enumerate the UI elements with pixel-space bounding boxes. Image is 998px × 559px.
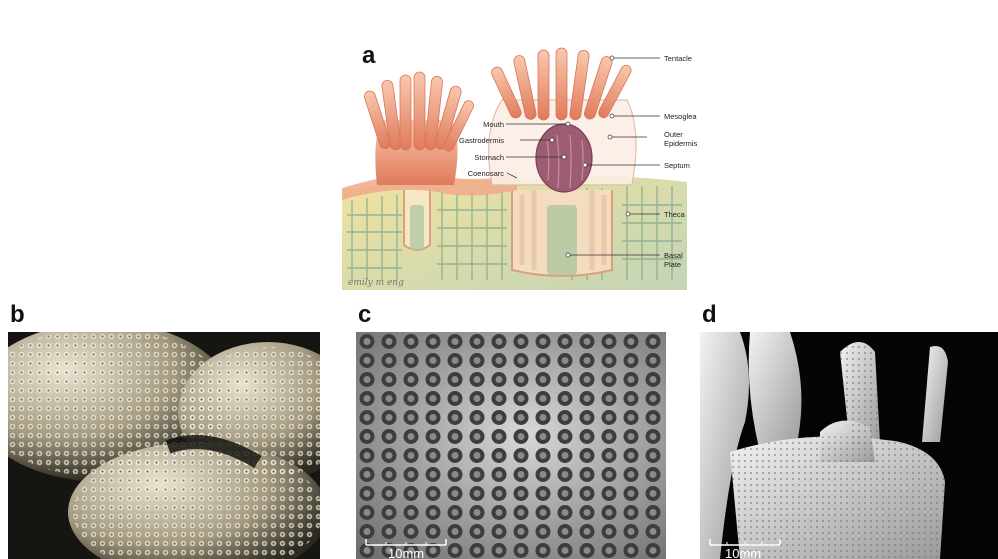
panel-label-b: b [10, 303, 25, 327]
label-stomach: Stomach [474, 153, 504, 162]
scale-label-c: 10mm [388, 546, 424, 559]
coral-colony-photo [8, 332, 320, 559]
panel-label-c: c [358, 303, 371, 327]
corallite-skeleton-photo: 10mm [356, 332, 666, 559]
label-coenosarc: Coenosarc [468, 169, 505, 178]
label-gastrodermis: Gastrodermis [459, 136, 504, 145]
artist-signature: emily m eng [348, 278, 404, 288]
panel-label-d: d [702, 303, 717, 327]
label-mouth: Mouth [483, 120, 504, 129]
label-tentacle: Tentacle [664, 54, 692, 63]
label-theca: Theca [664, 210, 686, 219]
label-septum: Septum [664, 161, 690, 170]
label-mesoglea: Mesoglea [664, 112, 697, 121]
scale-label-d: 10mm [725, 546, 761, 559]
branching-skeleton-photo: 10mm [700, 332, 998, 559]
